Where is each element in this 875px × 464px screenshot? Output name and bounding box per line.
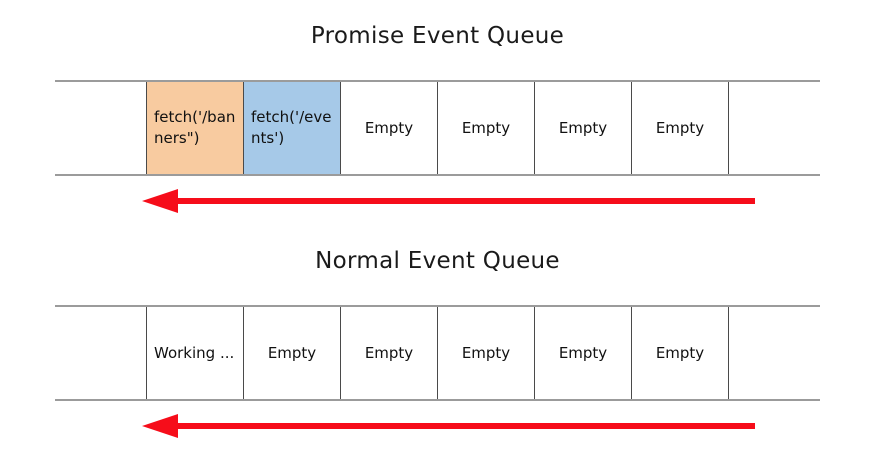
queue-cell-empty-2[interactable]: Empty <box>340 307 437 399</box>
queue-cell-empty-5[interactable]: Empty <box>631 307 728 399</box>
normal-queue-flow-arrow <box>140 413 755 439</box>
queue-cell-task-fetch-banners[interactable]: fetch('/banners") <box>146 82 243 174</box>
queue-cell-task-working[interactable]: Working ... <box>146 307 243 399</box>
queue-cell-empty-1[interactable]: Empty <box>340 82 437 174</box>
queue-cell-label: Empty <box>364 343 414 362</box>
queue-cell-empty-3[interactable]: Empty <box>437 307 534 399</box>
queue-cell-label: Empty <box>655 118 705 137</box>
queue-cell-label: Empty <box>558 343 608 362</box>
queue-cell-task-fetch-events[interactable]: fetch('/events') <box>243 82 340 174</box>
queue-cell-pad-left <box>55 82 146 174</box>
queue-cell-label: Empty <box>558 118 608 137</box>
queue-cell-pad-right <box>728 82 820 174</box>
queue-cell-empty-4[interactable]: Empty <box>534 307 631 399</box>
queue-cell-label: Empty <box>461 343 511 362</box>
queue-cell-empty-2[interactable]: Empty <box>437 82 534 174</box>
queue-cell-label: Empty <box>655 343 705 362</box>
queue-cell-label: Empty <box>461 118 511 137</box>
queue-cell-label: Empty <box>364 118 414 137</box>
queue-cell-pad-right <box>728 307 820 399</box>
queue-cell-empty-1[interactable]: Empty <box>243 307 340 399</box>
queue-cell-pad-left <box>55 307 146 399</box>
queue-cell-label: fetch('/events') <box>251 108 332 147</box>
queue-cell-empty-4[interactable]: Empty <box>631 82 728 174</box>
normal-queue-table: Working ... Empty Empty Empty Empty Empt… <box>55 305 820 401</box>
queue-cell-label: Empty <box>267 343 317 362</box>
queue-cell-label: fetch('/banners") <box>154 108 236 147</box>
promise-queue-table: fetch('/banners") fetch('/events') Empty… <box>55 80 820 176</box>
promise-queue-title: Promise Event Queue <box>310 23 565 49</box>
queue-cell-empty-3[interactable]: Empty <box>534 82 631 174</box>
promise-queue-flow-arrow <box>140 188 755 214</box>
queue-cell-label: Working ... <box>154 343 235 362</box>
normal-queue-title: Normal Event Queue <box>315 248 560 274</box>
